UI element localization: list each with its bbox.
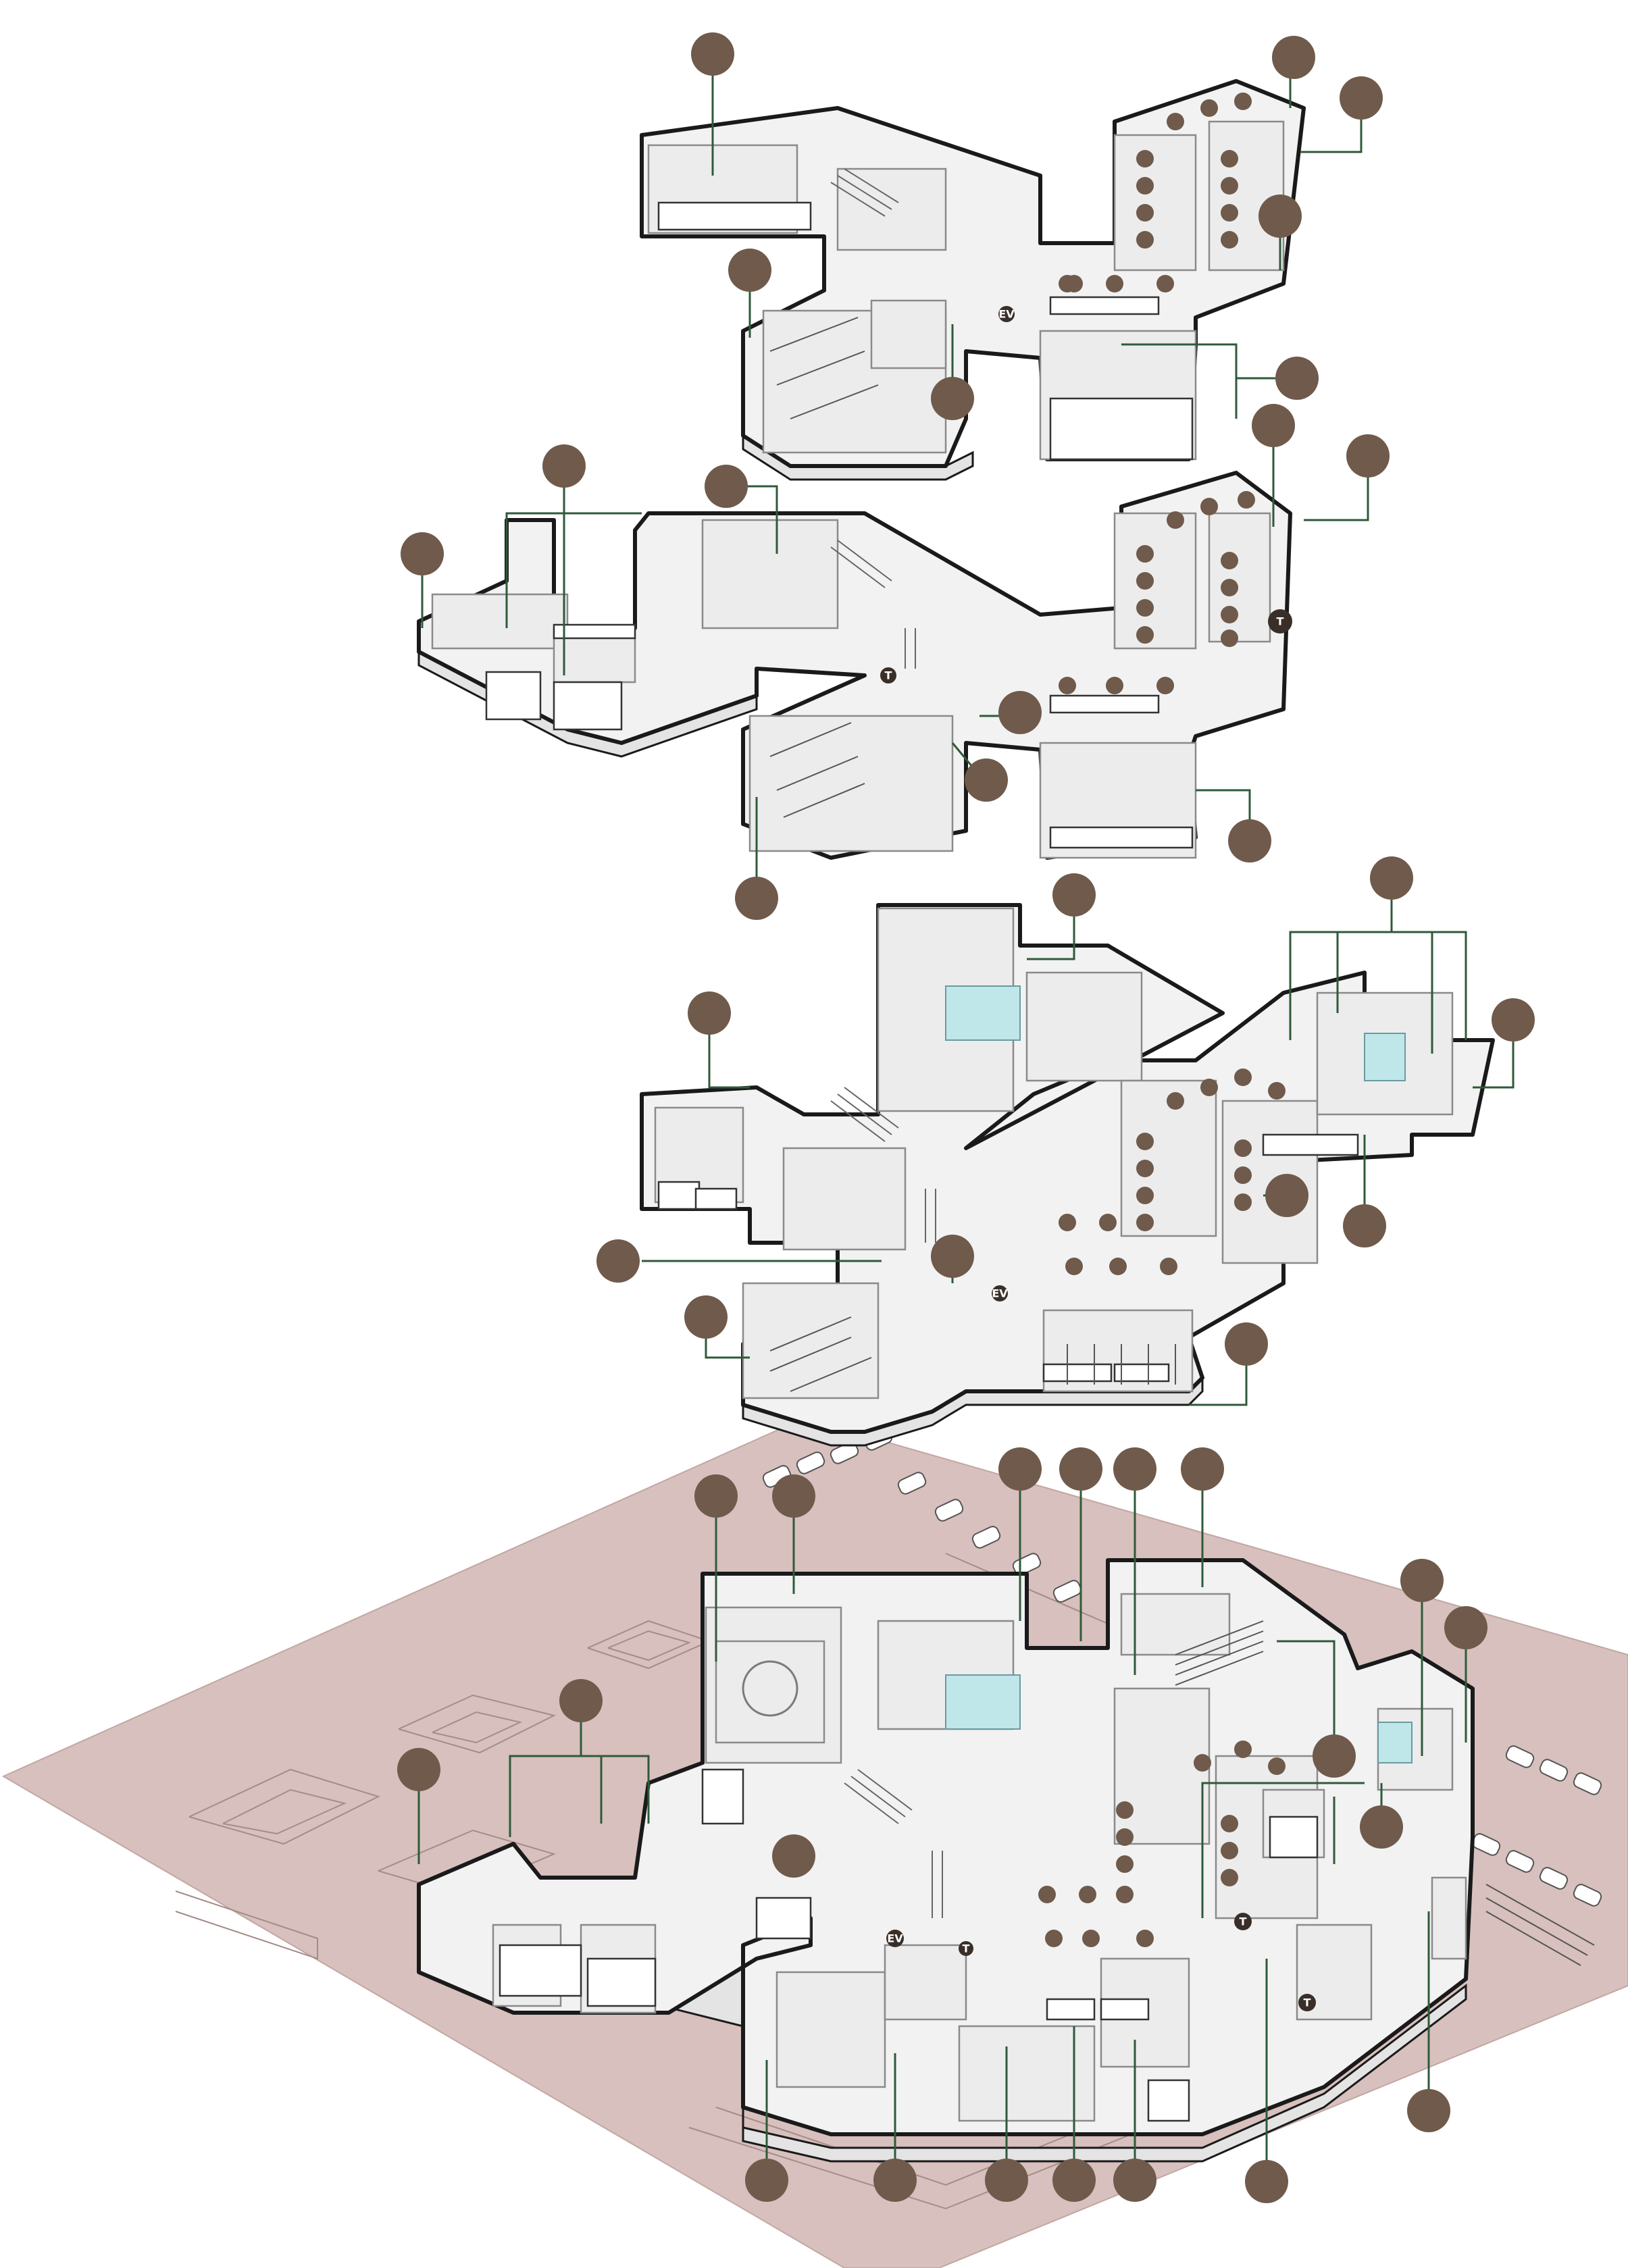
level-4-classroom-dots bbox=[1059, 93, 1252, 292]
callout-marker bbox=[705, 465, 748, 508]
level-1-stair bbox=[844, 1769, 943, 1918]
callout-marker bbox=[1370, 856, 1413, 900]
tag-ev: T bbox=[963, 1942, 970, 1955]
callout-marker bbox=[694, 1474, 738, 1518]
callout-marker bbox=[1252, 404, 1295, 447]
callout-marker bbox=[1400, 1559, 1444, 1602]
level-3-library-shelves bbox=[769, 722, 865, 818]
level-4-tags: EV bbox=[998, 306, 1015, 322]
callout-marker bbox=[691, 32, 734, 76]
level-1-pool bbox=[945, 1674, 1021, 1730]
level-1-windows bbox=[499, 1768, 1319, 2122]
callout-marker bbox=[596, 1239, 640, 1283]
level-1-auditorium-seats bbox=[1175, 1620, 1264, 1686]
level-4-stair bbox=[830, 168, 899, 217]
tag-ev: EV bbox=[992, 1287, 1008, 1300]
level-3-windows bbox=[485, 623, 1194, 849]
callout-marker bbox=[735, 877, 778, 920]
callout-marker bbox=[772, 1834, 815, 1878]
level-4-library-shelves bbox=[769, 317, 879, 419]
callout-marker bbox=[1265, 1174, 1308, 1217]
callout-marker bbox=[1245, 2160, 1288, 2203]
level-2-tags: EV bbox=[992, 1285, 1008, 1301]
callout-marker bbox=[559, 1679, 603, 1722]
callout-marker bbox=[684, 1295, 728, 1339]
level-2-stair bbox=[830, 1087, 936, 1243]
level-3-stair bbox=[830, 540, 916, 669]
tag-t: T bbox=[1304, 1996, 1311, 2009]
level-2-classroom-dots bbox=[1059, 1068, 1286, 1275]
callout-marker bbox=[1052, 873, 1096, 917]
callout-marker bbox=[745, 2159, 788, 2202]
callout-marker bbox=[873, 2159, 917, 2202]
callout-marker bbox=[998, 691, 1042, 734]
callout-markers bbox=[397, 32, 1535, 2203]
level-1-plan: EV T T T bbox=[417, 1558, 1475, 2163]
tag-t: T bbox=[1240, 1915, 1247, 1928]
callout-marker bbox=[1275, 357, 1319, 400]
callout-marker bbox=[397, 1748, 440, 1791]
callout-marker bbox=[1113, 2159, 1156, 2202]
level-2-rooms bbox=[654, 907, 1454, 1399]
callout-marker bbox=[1407, 2089, 1450, 2132]
parking-cars-right bbox=[1471, 1745, 1602, 1907]
level-3-classroom-dots bbox=[1059, 491, 1255, 694]
level-1-classroom-dots bbox=[1038, 1741, 1286, 1947]
callout-marker bbox=[1258, 195, 1302, 238]
callout-marker bbox=[1313, 1734, 1356, 1778]
callout-marker bbox=[1052, 2159, 1096, 2202]
level-1-tags: EV T T T bbox=[886, 1913, 1316, 2011]
callout-marker bbox=[998, 1447, 1042, 1491]
level-3-plan: T T bbox=[417, 471, 1292, 860]
callout-marker bbox=[1181, 1447, 1224, 1491]
callout-marker bbox=[1340, 76, 1383, 120]
callout-marker bbox=[931, 1235, 974, 1278]
callout-marker bbox=[965, 758, 1008, 802]
level-1-gym-court bbox=[715, 1640, 825, 1744]
level-3-tags: T T bbox=[880, 609, 1292, 684]
callout-marker bbox=[985, 2159, 1028, 2202]
tag-t: T bbox=[885, 669, 892, 682]
callout-marker bbox=[688, 991, 731, 1035]
level-2-pool bbox=[945, 985, 1021, 1041]
level-2-auditorium-seats bbox=[1067, 1344, 1176, 1385]
level-4-plan: EV bbox=[640, 79, 1306, 481]
callout-marker bbox=[1346, 434, 1390, 478]
bike-racks bbox=[1485, 1884, 1595, 1966]
tag-ev: EV bbox=[998, 308, 1015, 321]
callout-marker bbox=[1228, 819, 1271, 862]
tag-t: EV bbox=[887, 1932, 903, 1945]
tag-t: T bbox=[1277, 615, 1284, 628]
callout-marker bbox=[772, 1474, 815, 1518]
callout-marker bbox=[931, 377, 974, 420]
callout-marker bbox=[401, 532, 444, 575]
level-4-windows bbox=[657, 201, 1194, 461]
callout-marker bbox=[542, 444, 586, 488]
callout-marker bbox=[1360, 1805, 1403, 1849]
callout-marker bbox=[1492, 998, 1535, 1041]
callout-marker bbox=[1113, 1447, 1156, 1491]
callout-marker bbox=[728, 249, 771, 292]
callout-marker bbox=[1225, 1322, 1268, 1366]
callout-marker bbox=[1059, 1447, 1102, 1491]
callout-marker bbox=[1272, 36, 1315, 79]
level-2-plan: EV bbox=[640, 903, 1495, 1447]
callout-marker bbox=[1444, 1606, 1487, 1649]
level-2-library-shelves bbox=[769, 1316, 872, 1392]
level-2-windows bbox=[657, 1133, 1359, 1383]
callout-marker bbox=[1343, 1204, 1386, 1247]
